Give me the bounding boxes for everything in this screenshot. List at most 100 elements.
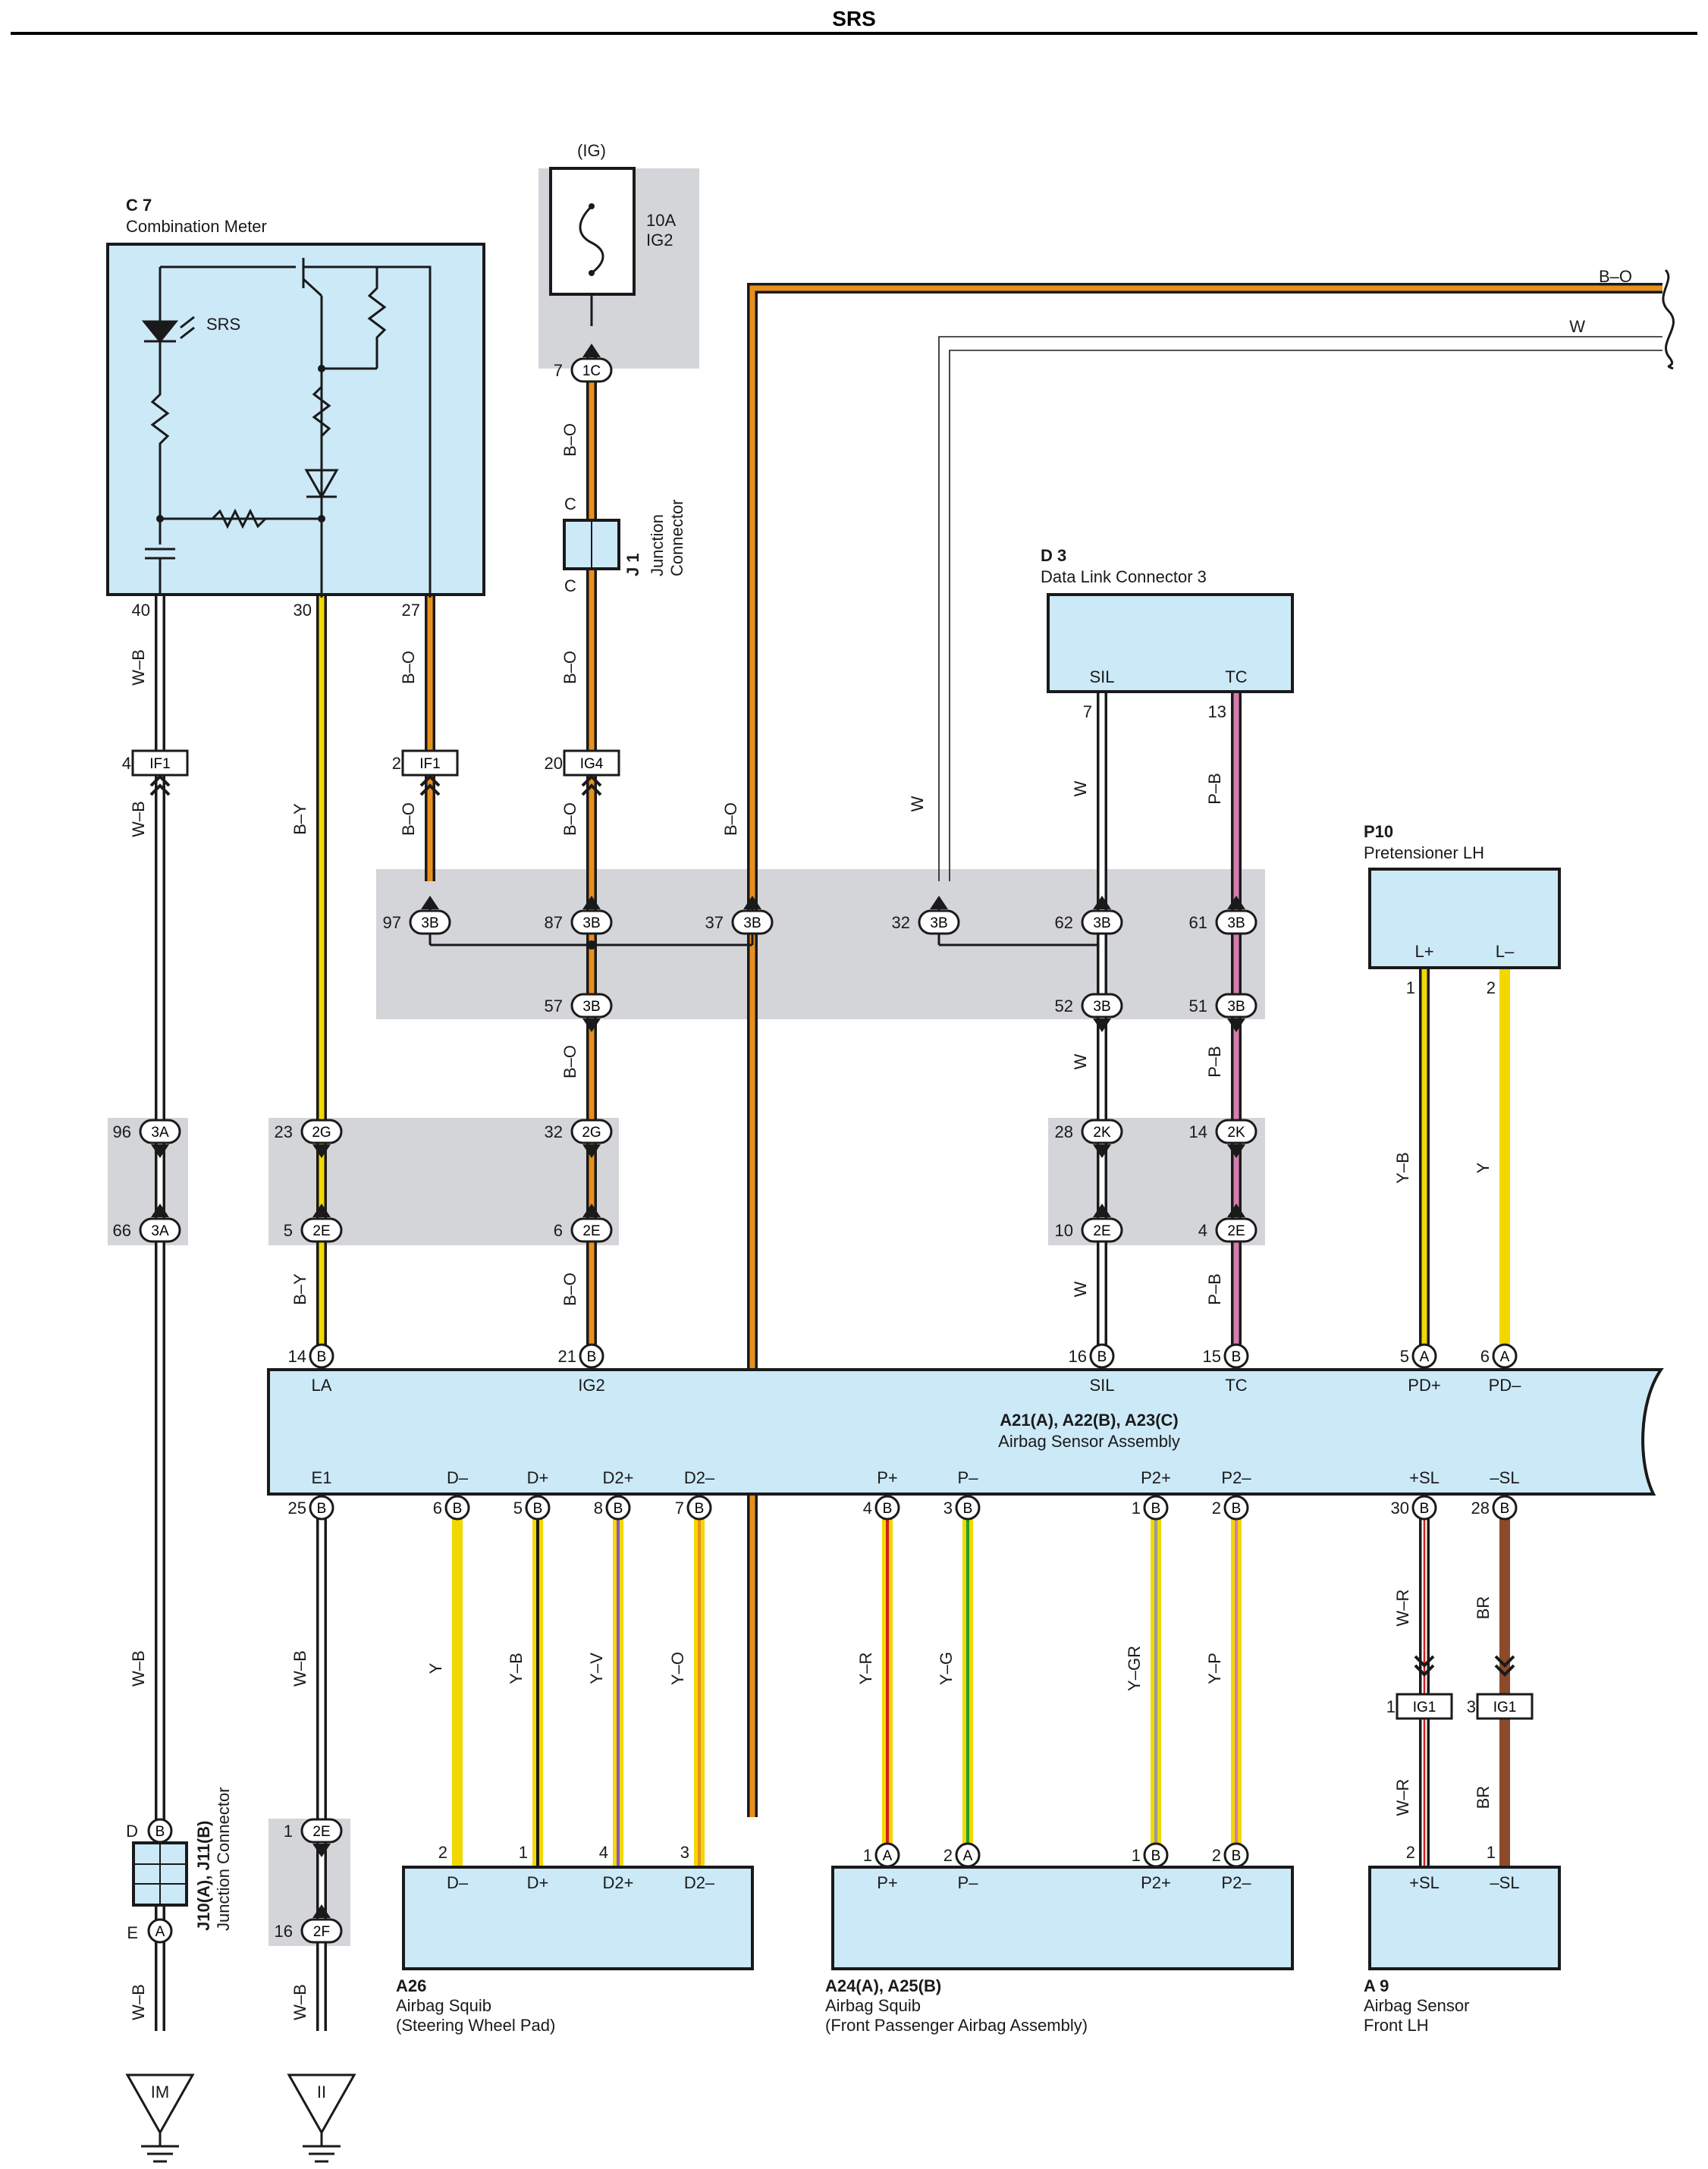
airbag-sensor-front-lh: +SL –SL A 9 Airbag Sensor Front LH xyxy=(1364,1866,1561,2035)
assembly-label-pd-plus: PD+ xyxy=(1408,1376,1440,1395)
connector-pin: 2 xyxy=(392,754,401,773)
svg-text:B: B xyxy=(1151,1848,1161,1864)
wire-label-w-b-35: W–B xyxy=(129,1984,148,2020)
svg-text:30: 30 xyxy=(1391,1499,1409,1518)
svg-text:B: B xyxy=(883,1501,893,1517)
svg-text:B: B xyxy=(1097,1349,1107,1365)
data-link-connector: D 3 Data Link Connector 3 SIL TC xyxy=(1041,546,1294,693)
assembly-top-pin-15: B15 xyxy=(1203,1343,1249,1369)
pretensioner-wire-pin-1: 1 xyxy=(1406,978,1415,997)
squib-steering-code: A26 xyxy=(396,1976,426,1995)
svg-text:B: B xyxy=(1151,1501,1161,1517)
front-sensor-label-sl-plus: +SL xyxy=(1409,1873,1440,1892)
assembly-bottom-pin-7: B7 xyxy=(675,1495,712,1521)
assembly-label-pd-minus: PD– xyxy=(1489,1376,1522,1395)
connector-name: 3B xyxy=(582,915,600,931)
svg-text:2: 2 xyxy=(1212,1499,1221,1518)
svg-text:A: A xyxy=(1500,1349,1510,1365)
wire-label-w-b-22: W–B xyxy=(290,1650,309,1687)
front-sensor-name-line2: Front LH xyxy=(1364,2016,1429,2035)
dlc-wire-pin-7: 7 xyxy=(1083,702,1092,721)
meter-srs-indicator: SRS xyxy=(206,315,240,334)
wire-label-y-r-27: Y–R xyxy=(856,1653,875,1685)
meter-code: C 7 xyxy=(126,196,152,215)
wire-label-b-o-12: B–O xyxy=(560,1045,579,1078)
pretensioner-lh: P10 Pretensioner LH L+ L– xyxy=(1364,822,1561,969)
squib-passenger-label-p-plus: P+ xyxy=(877,1873,898,1892)
svg-text:B: B xyxy=(453,1501,463,1517)
junction-j1: C C J 1 Junction Connector xyxy=(563,494,686,595)
pretensioner-name: Pretensioner LH xyxy=(1364,843,1484,862)
svg-text:15: 15 xyxy=(1203,1347,1221,1366)
assembly-bottom-pin-1: B1 xyxy=(1132,1495,1169,1521)
svg-text:1: 1 xyxy=(1132,1499,1141,1518)
svg-text:5: 5 xyxy=(513,1499,523,1518)
wire-label-w-r-31: W–R xyxy=(1393,1590,1412,1627)
j10-pin-marker-a: A xyxy=(147,1918,173,1944)
dlc-name: Data Link Connector 3 xyxy=(1041,567,1207,586)
wire-label-y-o-26: Y–O xyxy=(668,1652,687,1685)
j10-code: J10(A), J11(B) xyxy=(194,1820,213,1931)
connector-pin: 57 xyxy=(545,997,563,1015)
offpage-label-w: W xyxy=(1569,317,1585,336)
wire-label-w-b-0: W–B xyxy=(129,649,148,686)
wire-label-y-gr-29: Y–GR xyxy=(1125,1646,1144,1691)
assembly-top-pin-16: B16 xyxy=(1069,1343,1115,1369)
j10-pin-e: E xyxy=(127,1923,138,1942)
pretensioner-code: P10 xyxy=(1364,822,1393,841)
svg-text:B: B xyxy=(695,1501,705,1517)
connector-pin: 37 xyxy=(705,913,724,932)
front-sensor-name-line1: Airbag Sensor xyxy=(1364,1996,1469,2015)
svg-text:A: A xyxy=(155,1924,165,1940)
j1-pin-bottom: C xyxy=(564,576,576,595)
airbag-sensor-assembly: A21(A), A22(B), A23(C) Airbag Sensor Ass… xyxy=(267,1368,1664,1496)
svg-text:B: B xyxy=(155,1824,165,1840)
connector-pin: 66 xyxy=(113,1221,131,1240)
j1-pin-top: C xyxy=(564,494,576,513)
squib-steering-label-d-plus: D+ xyxy=(527,1873,549,1892)
svg-text:B: B xyxy=(1232,1848,1242,1864)
j1-name-line2: Connector xyxy=(667,499,686,576)
wire-label-br-32: BR xyxy=(1474,1596,1493,1620)
wire-label-y-p-30: Y–P xyxy=(1205,1653,1224,1684)
squib-steering-name-line1: Airbag Squib xyxy=(396,1996,491,2015)
wire-label-b-o-16: B–O xyxy=(560,1273,579,1306)
connector-name: 2K xyxy=(1227,1125,1245,1141)
connector-pin: 87 xyxy=(545,913,563,932)
assembly-label-p2-minus: P2– xyxy=(1221,1468,1251,1487)
connector-name: 2K xyxy=(1093,1125,1111,1141)
squib-passenger-pin-1: A1 xyxy=(863,1842,900,1868)
svg-text:A: A xyxy=(963,1848,973,1864)
svg-text:1: 1 xyxy=(863,1846,872,1865)
assembly-bottom-pin-25: B25 xyxy=(288,1495,334,1521)
wire-label-p-b-14: P–B xyxy=(1205,1046,1224,1078)
connector-pin: 32 xyxy=(545,1122,563,1141)
assembly-code: A21(A), A22(B), A23(C) xyxy=(1000,1411,1179,1430)
connector-pin: 5 xyxy=(284,1221,293,1240)
connector-pin: 28 xyxy=(1055,1122,1073,1141)
assembly-label-p-minus: P– xyxy=(958,1468,979,1487)
svg-text:21: 21 xyxy=(558,1347,576,1366)
assembly-bottom-pin-5: B5 xyxy=(513,1495,551,1521)
connector-pin: 6 xyxy=(554,1221,563,1240)
assembly-label-sl-plus: +SL xyxy=(1409,1468,1440,1487)
fuse-rating: 10A xyxy=(646,211,676,230)
svg-text:A: A xyxy=(1420,1349,1430,1365)
connector-name: 3B xyxy=(1227,915,1245,931)
connector-name: 2E xyxy=(1227,1223,1245,1239)
connector-pin: 1 xyxy=(284,1822,293,1841)
svg-text:B: B xyxy=(614,1501,623,1517)
front-sensor-code: A 9 xyxy=(1364,1976,1389,1995)
svg-text:2: 2 xyxy=(1212,1846,1221,1865)
wire-label-w-r-33: W–R xyxy=(1393,1779,1412,1816)
assembly-bottom-pin-8: B8 xyxy=(594,1495,631,1521)
connector-pin: 4 xyxy=(1198,1221,1207,1240)
squib-steering-label-d2-minus: D2– xyxy=(684,1873,715,1892)
